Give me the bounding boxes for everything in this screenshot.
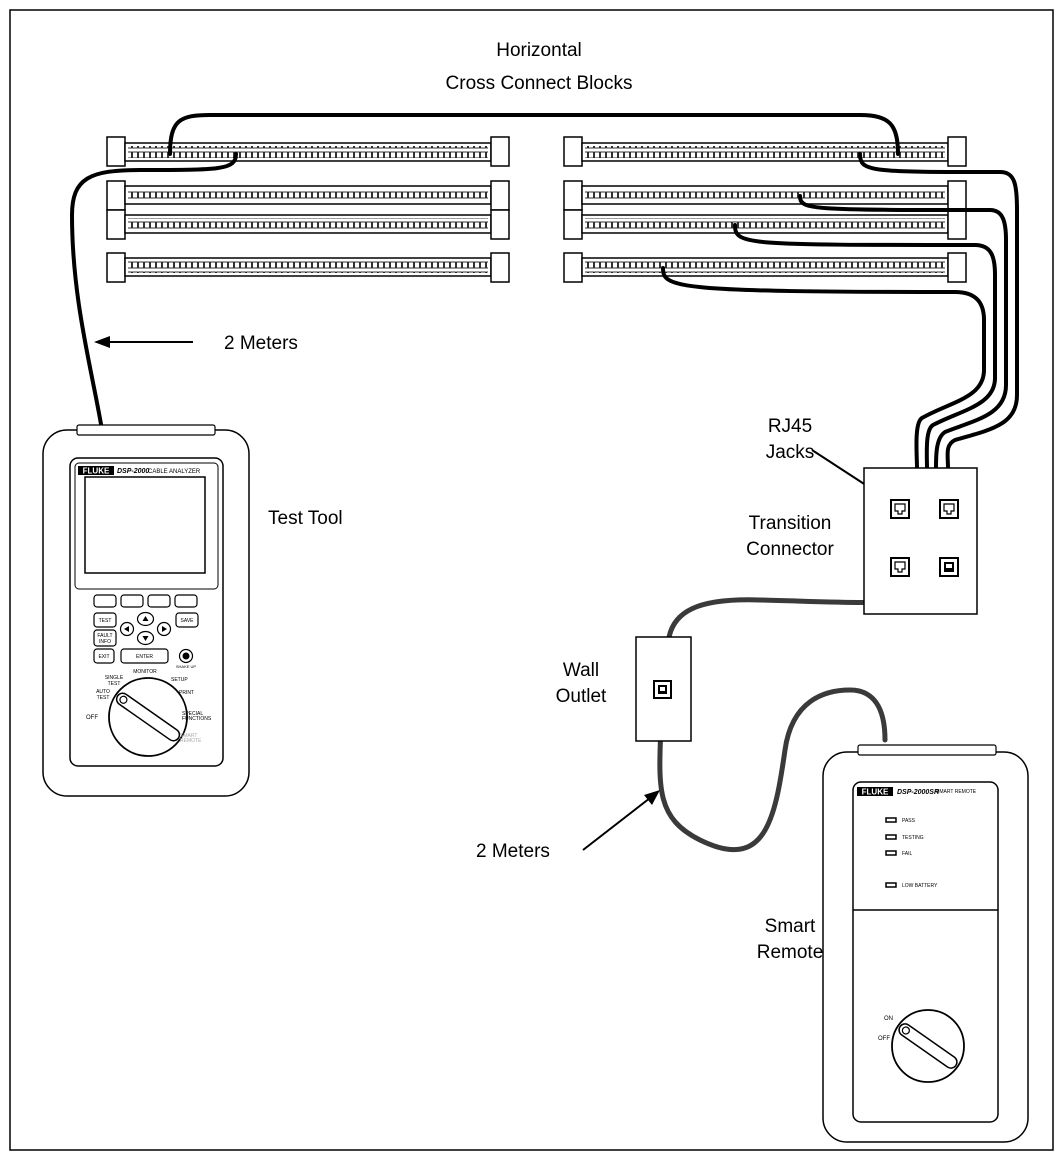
softkey-2 [120, 594, 144, 608]
rj45-jack-icon [890, 557, 910, 577]
dial-smart-1: SMART [180, 733, 197, 739]
cross-connect-block-right-2 [563, 180, 967, 211]
smart-remote-rotary-dial [891, 1009, 965, 1083]
cross-connect-block-left-3 [106, 209, 510, 240]
enter-key [120, 648, 169, 664]
test-tool-cable [70, 152, 238, 432]
smart-remote-label-line-2: Remote [757, 942, 824, 963]
length-label-top: 2 Meters [224, 333, 298, 354]
length-arrow-bottom [582, 797, 651, 851]
cables [70, 113, 1019, 853]
softkey-4 [174, 594, 198, 608]
softkey-3 [147, 594, 171, 608]
horizontal-cable-2 [798, 194, 1008, 470]
dial-setup: SETUP [171, 677, 188, 683]
smart-remote-device: FLUKE DSP-2000SR SMART REMOTE PASS TESTI… [822, 744, 1029, 1143]
wall-outlet [635, 636, 692, 742]
test-key [93, 612, 117, 628]
dial-off: OFF [86, 715, 98, 721]
smart-remote-subtitle: SMART REMOTE [936, 789, 977, 795]
save-key-label: SAVE [181, 618, 195, 624]
rj45-jack-icon [890, 499, 910, 519]
arrow-down-icon [142, 636, 149, 641]
remote-patch-cable [657, 687, 888, 853]
led-pass: PASS [885, 817, 916, 824]
led-testing-label: TESTING [902, 835, 924, 841]
arrow-up-icon [142, 616, 149, 621]
rj45-jack-icon [939, 557, 959, 577]
jumper-cable [168, 113, 900, 156]
led-fail: FAIL [885, 850, 913, 857]
exit-key-label: EXIT [98, 654, 109, 660]
dpad-arrows [119, 611, 172, 646]
horizontal-cable-4 [661, 266, 986, 470]
cross-connect-block-right-1 [563, 136, 967, 167]
arrow-right-icon [162, 626, 167, 632]
test-tool-brand: FLUKE [83, 467, 110, 476]
cross-connect-block-left-1 [106, 136, 510, 167]
led-low-battery-label: LOW BATTERY [902, 883, 938, 889]
horizontal-cable-1 [858, 152, 1019, 470]
smart-remote-brand: FLUKE [862, 788, 889, 797]
figure-frame [9, 9, 1054, 1151]
labels: Horizontal Cross Connect Blocks 2 Meters… [94, 40, 886, 963]
led-low-battery: LOW BATTERY [885, 882, 938, 889]
dial-monitor: MONITOR [133, 669, 157, 675]
save-key [175, 612, 199, 628]
wall-outlet-label-line-1: Wall [563, 660, 599, 681]
rj45-jack-icon [939, 499, 959, 519]
cross-connect-block-right-4 [563, 252, 967, 283]
test-tool-screen [84, 476, 206, 574]
fault-info-label-1: FAULT [97, 633, 112, 639]
arrow-left-icon [124, 626, 129, 632]
dial-auto-2: TEST [97, 695, 110, 701]
backlight-label: SHAKE UP [176, 664, 197, 669]
sun-icon [182, 652, 190, 660]
rj45-label-line-2: Jacks [766, 442, 815, 463]
header-line-1: Horizontal [496, 40, 582, 61]
cross-connect-blocks [106, 136, 967, 283]
arrow-head-icon [94, 336, 110, 348]
softkey-1 [93, 594, 117, 608]
test-tool-device: FLUKE DSP-2000 CABLE ANALYZER TEST FAULT… [42, 424, 250, 797]
transition-label-line-2: Connector [746, 539, 834, 560]
test-key-label: TEST [99, 618, 112, 624]
header-line-2: Cross Connect Blocks [446, 73, 633, 94]
dial-on-label: ON [884, 1016, 893, 1022]
rj45-label-line-1: RJ45 [768, 416, 812, 437]
transition-connector [863, 467, 978, 615]
dial-single-2: TEST [108, 681, 121, 687]
dial-smart-2: REMOTE [180, 738, 202, 744]
dial-print: PRINT [179, 690, 194, 696]
horizontal-cable-3 [733, 223, 997, 470]
led-testing: TESTING [885, 834, 924, 841]
fault-info-label-2: INFO [99, 639, 111, 645]
dial-auto-1: AUTO [96, 689, 110, 695]
dial-special-1: SPECIAL [182, 711, 203, 717]
cross-connect-block-left-2 [106, 180, 510, 211]
fault-info-key [93, 629, 117, 647]
test-tool-model: DSP-2000 [117, 468, 149, 475]
arrow-head-icon [644, 790, 660, 805]
rj45-jack-icon [653, 680, 672, 699]
enter-key-label: ENTER [136, 654, 153, 660]
length-label-bottom: 2 Meters [476, 841, 550, 862]
led-fail-label: FAIL [902, 851, 913, 857]
dial-special-2: FUNCTIONS [182, 716, 212, 722]
smart-remote-model: DSP-2000SR [897, 789, 939, 796]
smart-remote-label-line-1: Smart [765, 916, 816, 937]
test-tool-rotary-dial [108, 677, 188, 757]
exit-key [93, 648, 115, 664]
dial-off-label: OFF [878, 1036, 890, 1042]
cross-connect-block-left-4 [106, 252, 510, 283]
cross-connect-block-right-3 [563, 209, 967, 240]
wall-outlet-label-line-2: Outlet [556, 686, 607, 707]
transition-label-line-1: Transition [749, 513, 832, 534]
test-tool-label: Test Tool [268, 508, 343, 529]
test-tool-subtitle: CABLE ANALYZER [148, 469, 201, 475]
led-pass-label: PASS [902, 818, 916, 824]
dial-single-1: SINGLE [105, 675, 124, 681]
